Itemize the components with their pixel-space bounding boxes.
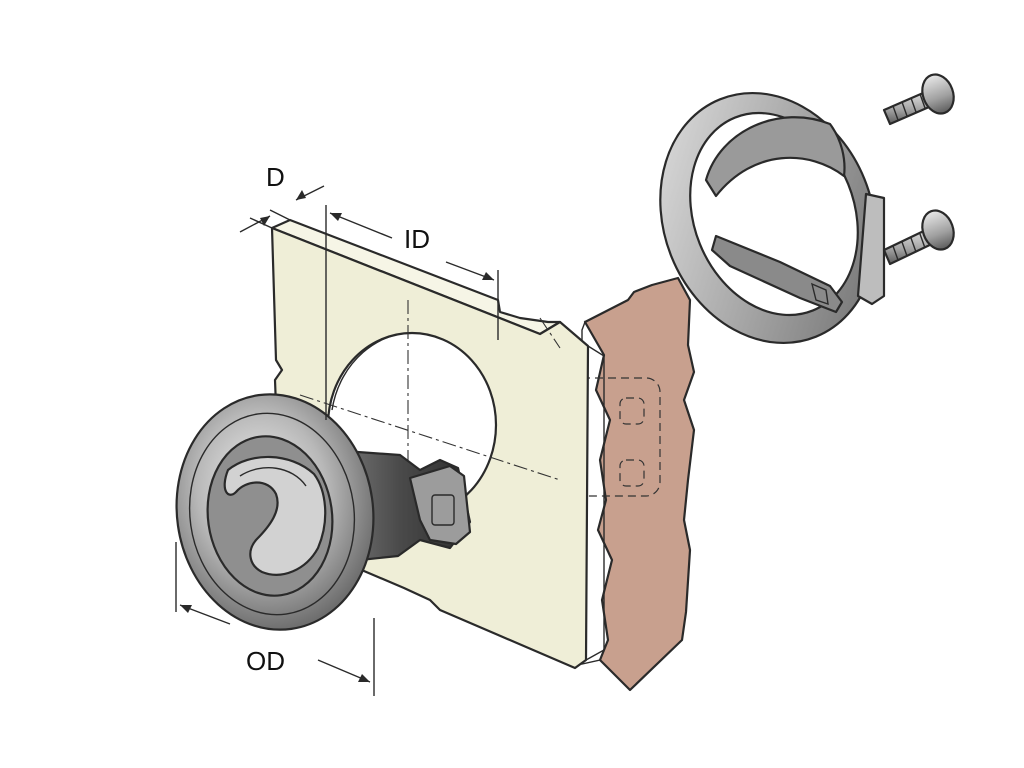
ring-channel: [710, 234, 844, 314]
panel-right-edge: [585, 344, 605, 662]
dimension-d: D: [239, 162, 325, 233]
wood-strip-body: [583, 276, 696, 692]
door-frame-strip: [567, 276, 696, 692]
ring-inner-wall: [704, 116, 846, 198]
dimension-label-id: ID: [404, 224, 430, 254]
ring-tab: [856, 192, 886, 306]
backing-ring: [659, 91, 886, 345]
id-arrow-left: [329, 212, 393, 239]
hole-inner-edge: [331, 332, 413, 411]
mounting-screw-bottom: [882, 209, 955, 266]
mounting-screw-top: [882, 73, 955, 126]
screw-head-top: [921, 73, 955, 115]
hidden-slot-lower: [619, 459, 645, 487]
axis-line-to-frame: [539, 317, 561, 349]
latch-bolt: [408, 464, 472, 546]
cup-handle-lever: [223, 455, 327, 576]
dimension-label-d: D: [266, 162, 285, 192]
hidden-slot-upper: [619, 397, 645, 425]
cup-flange-rim: [188, 412, 356, 616]
wood-strip-side: [581, 320, 613, 665]
dimension-od: OD: [175, 542, 375, 696]
dimension-id: ID: [325, 205, 499, 420]
ring-channel-notch: [810, 282, 829, 306]
flush-latch-cup: [175, 393, 472, 631]
latch-bolt-slot: [431, 494, 455, 526]
cup-handle-highlight: [239, 467, 307, 487]
dimension-label-od: OD: [246, 646, 285, 676]
horizontal-centerline: [299, 394, 561, 481]
screw-head-bottom: [921, 209, 955, 251]
